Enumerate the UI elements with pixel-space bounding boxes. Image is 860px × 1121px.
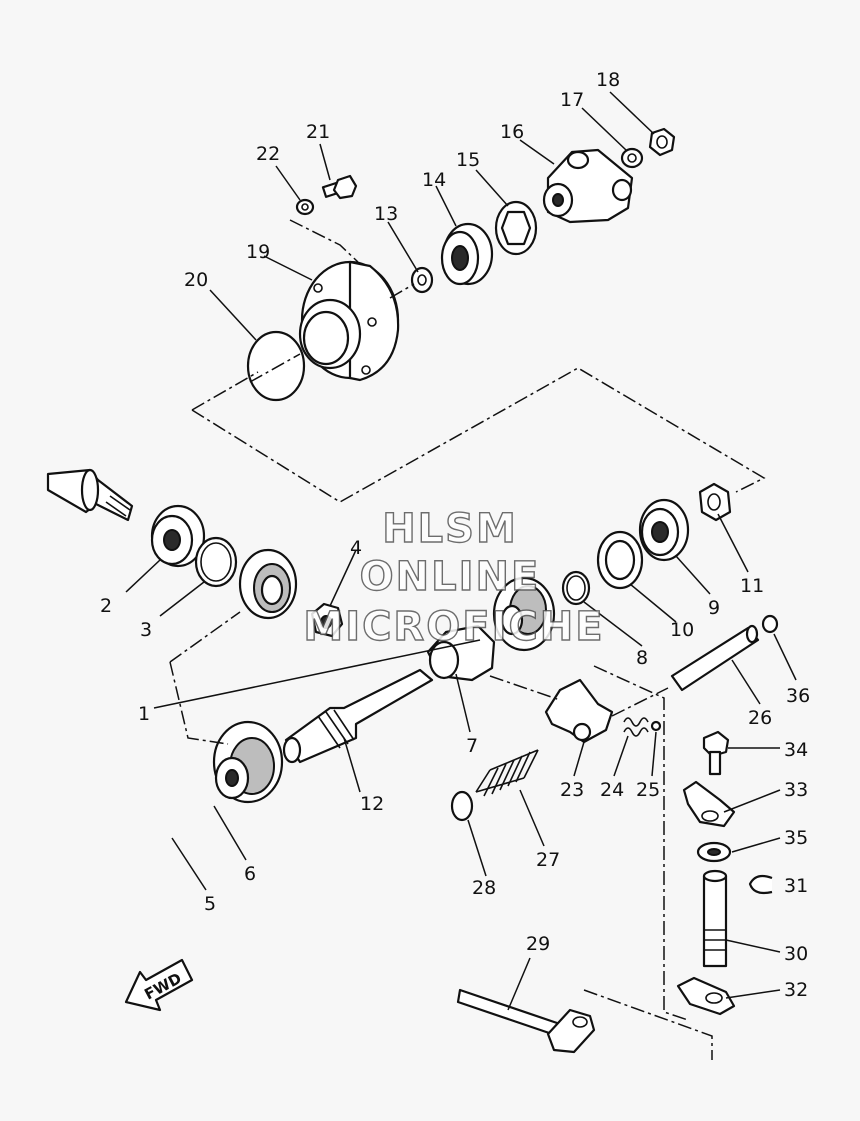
callout-31: 31	[784, 875, 808, 897]
part-17-washer[interactable]	[620, 147, 644, 169]
callout-3: 3	[140, 619, 152, 641]
assembly-line-shaft	[249, 283, 415, 383]
callout-11: 11	[740, 575, 764, 597]
callout-30: 30	[784, 943, 808, 965]
callout-20: 20	[184, 269, 208, 291]
part-1-gear-upper[interactable]	[238, 548, 298, 620]
part-21-bolt[interactable]	[321, 174, 358, 200]
part-1-gear-lower[interactable]	[212, 720, 284, 804]
part-26-shift-rod[interactable]	[670, 624, 760, 692]
callout-2: 2	[100, 595, 112, 617]
part-20-gasket[interactable]	[246, 330, 306, 402]
part-32-lever[interactable]	[676, 976, 736, 1016]
drive-shaft-end[interactable]	[46, 468, 134, 522]
callout-6: 6	[244, 863, 256, 885]
part-25-ball[interactable]	[650, 720, 662, 732]
part-2-bearing[interactable]	[150, 504, 206, 568]
callout-4: 4	[350, 537, 362, 559]
part-22-washer[interactable]	[295, 198, 315, 216]
part-35-oil-seal[interactable]	[696, 841, 732, 863]
part-4-nut[interactable]	[310, 602, 344, 638]
assembly-line-top	[289, 219, 359, 263]
callout-28: 28	[472, 877, 496, 899]
callout-18: 18	[596, 69, 620, 91]
part-3-o-ring[interactable]	[194, 536, 238, 588]
part-12-shaft[interactable]	[282, 668, 434, 764]
callout-labels: 1 2 3 4 5 6 7 8 9 10 11 12 13 14 15 16 1…	[100, 69, 810, 1001]
callout-21: 21	[306, 121, 330, 143]
callout-27: 27	[536, 849, 560, 871]
callout-24: 24	[600, 779, 624, 801]
leader-lines	[125, 91, 797, 1011]
callout-8: 8	[636, 647, 648, 669]
callout-7: 7	[466, 735, 478, 757]
part-14-bearing[interactable]	[440, 222, 494, 286]
callout-9: 9	[708, 597, 720, 619]
callout-33: 33	[784, 779, 808, 801]
part-8-o-ring[interactable]	[561, 570, 591, 606]
callout-12: 12	[360, 793, 384, 815]
watermark-line-1: HLSM	[382, 506, 518, 552]
callout-34: 34	[784, 739, 808, 761]
assembly-line-gasket	[191, 371, 259, 411]
part-13-washer[interactable]	[410, 266, 434, 294]
part-23-shift-cam[interactable]	[544, 678, 614, 744]
watermark-line-2: ONLINE	[360, 554, 541, 600]
part-27-spring[interactable]	[475, 749, 539, 797]
part-18-nut[interactable]	[648, 127, 676, 157]
part-33-plate[interactable]	[682, 780, 736, 828]
callout-13: 13	[374, 203, 398, 225]
part-31-circlip[interactable]	[748, 874, 773, 895]
part-15-oil-seal[interactable]	[494, 200, 538, 256]
callout-14: 14	[422, 169, 446, 191]
assembly-line-cam	[489, 675, 561, 701]
callout-26: 26	[748, 707, 772, 729]
assembly-frame-shift	[593, 665, 689, 1021]
part-11-lock-nut[interactable]	[698, 482, 732, 522]
assembly-frame-middle	[169, 661, 229, 745]
part-34-bolt[interactable]	[702, 730, 730, 776]
callout-36: 36	[786, 685, 810, 707]
part-24-spring[interactable]	[623, 717, 649, 737]
callout-15: 15	[456, 149, 480, 171]
callout-16: 16	[500, 121, 524, 143]
assembly-line-arm	[583, 989, 713, 1060]
part-30-shift-shaft[interactable]	[702, 869, 728, 968]
part-16-yoke[interactable]	[542, 148, 634, 224]
part-7-dog-clutch[interactable]	[426, 624, 496, 682]
callout-25: 25	[636, 779, 660, 801]
watermark-line-3: MICROFICHE	[303, 604, 604, 650]
callout-35: 35	[784, 827, 808, 849]
part-28-ring[interactable]	[450, 790, 474, 822]
watermark: HLSM ONLINE MICROFICHE	[303, 505, 604, 650]
callout-10: 10	[670, 619, 694, 641]
part-29-shift-arm[interactable]	[456, 988, 596, 1054]
callout-23: 23	[560, 779, 584, 801]
callout-1: 1	[138, 703, 150, 725]
callout-5: 5	[204, 893, 216, 915]
fwd-arrow-icon: FWD	[124, 958, 194, 1012]
part-10-retainer[interactable]	[596, 530, 644, 590]
callout-29: 29	[526, 933, 550, 955]
part-19-bearing-housing[interactable]	[298, 260, 400, 382]
callout-32: 32	[784, 979, 808, 1001]
callout-22: 22	[256, 143, 280, 165]
part-9-bearing[interactable]	[638, 498, 690, 562]
assembly-line-gear	[169, 611, 241, 663]
callout-19: 19	[246, 241, 270, 263]
part-36-ring[interactable]	[761, 614, 779, 634]
part-1-gear-right[interactable]	[492, 576, 556, 652]
assembly-line-rod	[611, 687, 669, 717]
callout-17: 17	[560, 89, 584, 111]
